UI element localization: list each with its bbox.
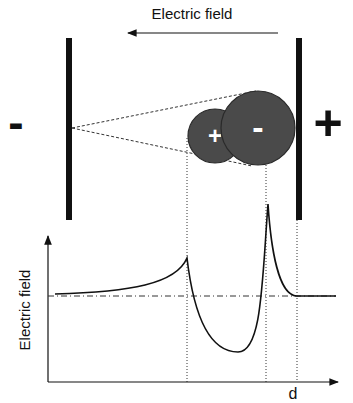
negative-charge: - [220, 90, 296, 166]
axis-title: Electric field [17, 270, 32, 351]
axis-title: d [289, 386, 298, 402]
positive-plate [296, 38, 302, 220]
y-axis [47, 236, 48, 382]
plate-sign: - [8, 99, 23, 145]
plate-sign: + [313, 98, 342, 148]
field-curve [55, 204, 336, 352]
field-arrow [128, 32, 278, 33]
dotted-guide [266, 150, 267, 382]
negative-plate [66, 38, 72, 220]
charge-sign: - [252, 110, 263, 144]
x-axis [48, 381, 338, 382]
charge-sign: + [208, 124, 222, 148]
dotted-guide [297, 220, 298, 382]
charge-circle [221, 91, 295, 165]
field-label: Electric field [152, 6, 233, 21]
